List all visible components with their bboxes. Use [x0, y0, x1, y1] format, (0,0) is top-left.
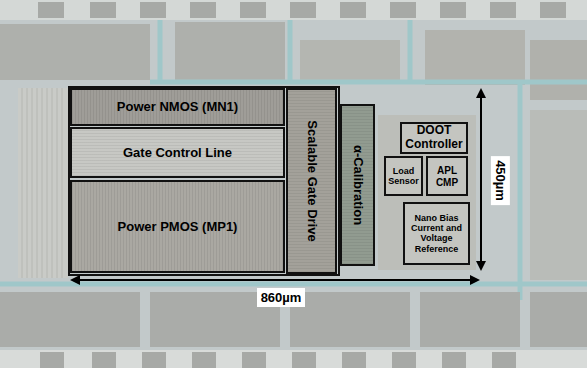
controller-block: DOOT Controller	[400, 122, 468, 154]
block-label: Nano Bias Current and Voltage Reference	[407, 213, 466, 254]
load-sensor-block: Load Sensor	[384, 156, 423, 196]
power-pmos-block: Power PMOS (MP1)	[70, 180, 285, 273]
dimension-label: 860µm	[257, 288, 306, 307]
gate-drive-block: Scalable Gate Drive	[286, 88, 337, 274]
bias-reference-block: Nano Bias Current and Voltage Reference	[403, 202, 470, 265]
dimension-label: 450µm	[491, 156, 510, 205]
comparator-block: APL CMP	[426, 156, 468, 196]
power-nmos-block: Power NMOS (MN1)	[70, 88, 285, 126]
block-label: Power PMOS (MP1)	[74, 219, 281, 234]
block-label: DOOT Controller	[404, 124, 464, 152]
block-label: Gate Control Line	[74, 145, 281, 160]
gate-control-block: Gate Control Line	[70, 127, 285, 178]
block-label: Scalable Gate Drive	[304, 120, 319, 241]
block-label: Power NMOS (MN1)	[74, 100, 281, 115]
dimension-arrows	[70, 88, 486, 285]
block-label: APL CMP	[430, 165, 464, 188]
block-label: Load Sensor	[388, 166, 419, 187]
calibration-block: α-Calibration	[340, 104, 375, 266]
block-label: α-Calibration	[350, 145, 365, 225]
